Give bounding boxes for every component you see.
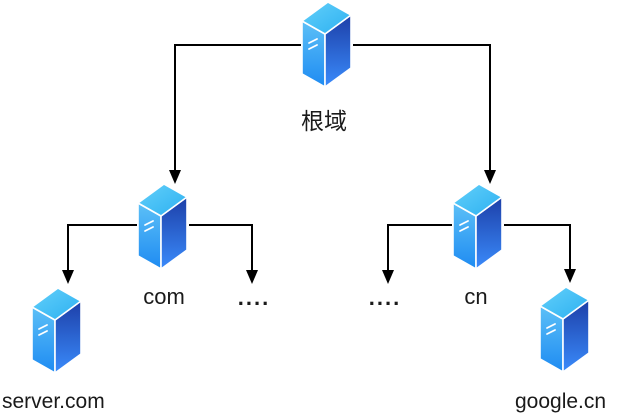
arrowhead-root-cn	[484, 170, 496, 184]
edge-root-cn	[353, 44, 491, 171]
server-icon	[137, 183, 188, 270]
edge-com-servercom	[67, 224, 137, 271]
server-icon	[301, 1, 352, 88]
node-label-com: com	[143, 284, 185, 309]
arrowhead-cn-googlecn	[564, 269, 576, 283]
edge-cn-googlecn	[504, 224, 571, 270]
node-label-root: 根域	[301, 108, 347, 134]
node-label-cn: cn	[464, 284, 488, 309]
arrowheads	[62, 170, 576, 284]
server-icon	[452, 183, 503, 270]
arrowhead-cn-more	[382, 270, 394, 284]
edge-root-com	[174, 44, 301, 171]
node-label-server-com: server.com	[2, 390, 105, 413]
arrowhead-root-com	[169, 170, 181, 184]
server-icon	[31, 287, 82, 374]
node-label-cn-more: ....	[368, 285, 402, 310]
node-label-google-cn: google.cn	[515, 390, 607, 413]
edge-cn-more	[387, 224, 452, 271]
arrowhead-com-more	[246, 270, 258, 284]
server-icon	[539, 286, 590, 373]
node-label-com-more: ....	[237, 285, 271, 310]
arrowhead-com-servercom	[62, 270, 74, 284]
edges	[67, 44, 571, 271]
edge-com-more	[189, 224, 253, 271]
